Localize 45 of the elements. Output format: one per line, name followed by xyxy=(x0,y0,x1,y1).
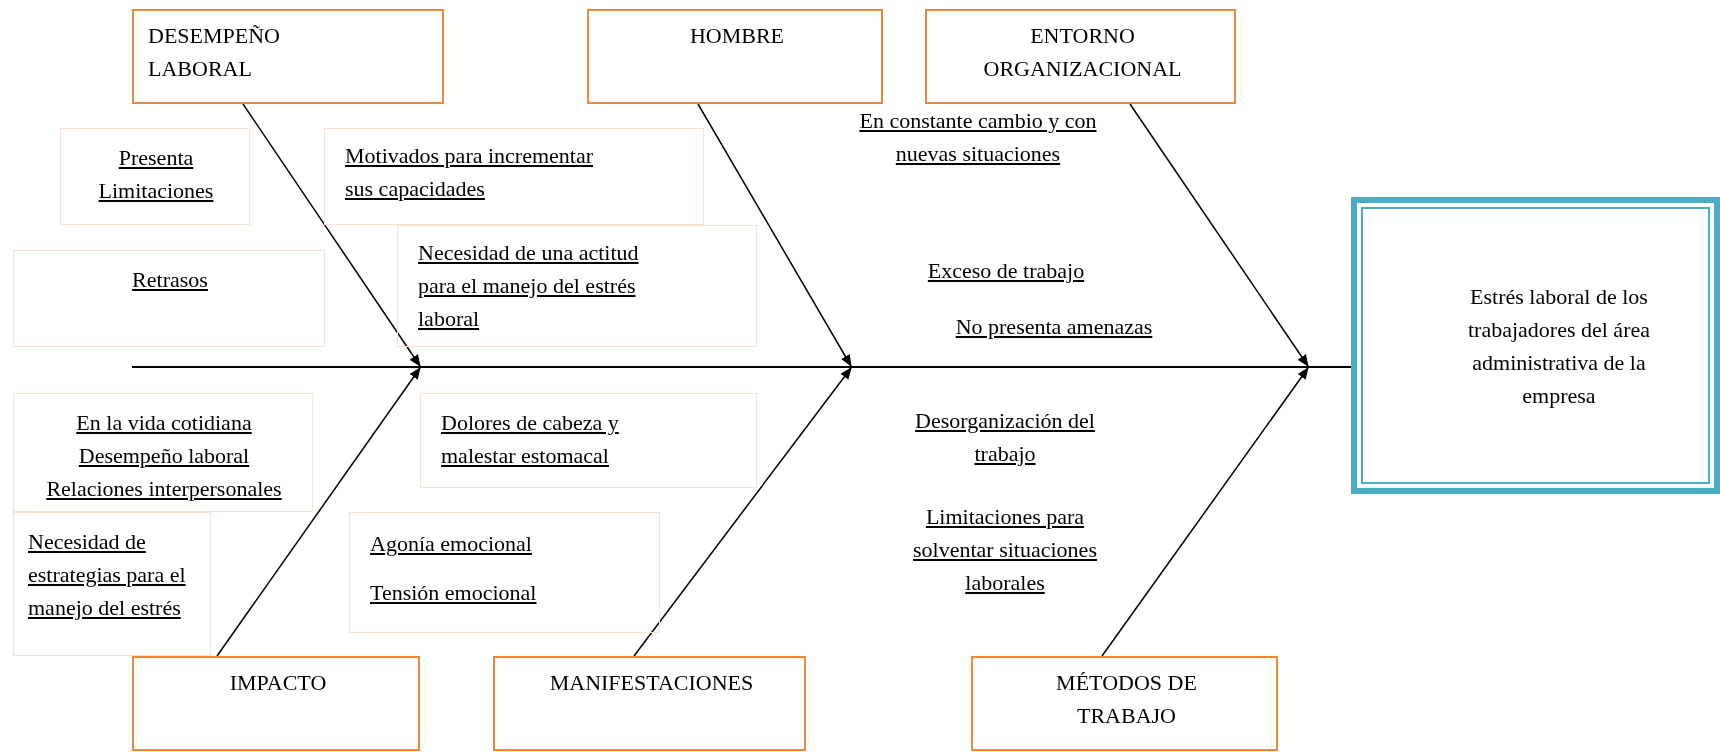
cause-text: Exceso de trabajo xyxy=(926,257,1086,285)
cause-box xyxy=(397,225,757,347)
cause-text: Desorganización del trabajo xyxy=(914,407,1096,468)
arrow xyxy=(242,103,421,367)
cause-box xyxy=(13,250,325,347)
cause-text: En la vida cotidiana xyxy=(75,409,253,437)
cause-text: No presenta amenazas xyxy=(954,313,1154,341)
cause-text: Limitaciones para solventar situaciones laborales xyxy=(912,503,1098,597)
cause-text: Tensión emocional xyxy=(370,579,538,607)
category-label: DESEMPEÑO LABORAL xyxy=(148,22,281,83)
arrow xyxy=(1101,367,1309,657)
cause-text: Dolores de cabeza y malestar estomacal xyxy=(441,409,620,470)
cause-text: En constante cambio y con nuevas situaciones xyxy=(858,107,1098,168)
category-label: HOMBRE xyxy=(688,22,786,50)
cause-box xyxy=(13,512,211,656)
cause-box xyxy=(60,128,250,225)
category-box xyxy=(132,656,420,751)
cause-text: Retrasos xyxy=(131,266,209,294)
cause-text: Presenta Limitaciones xyxy=(97,144,215,205)
arrow xyxy=(1129,103,1309,367)
category-label: MÉTODOS DE TRABAJO xyxy=(1055,669,1198,730)
cause-box xyxy=(349,512,660,633)
category-box xyxy=(971,656,1278,751)
cause-text: Necesidad de una actitud para el manejo del estrés laboral xyxy=(418,239,640,333)
category-box xyxy=(587,9,883,104)
cause-text: Desempeño laboral xyxy=(77,442,251,470)
category-label: IMPACTO xyxy=(228,669,328,697)
spine-line xyxy=(132,366,1351,368)
effect-text: Estrés laboral de los trabajadores del área administrativa de la empresa xyxy=(1467,282,1651,410)
cause-text: Motivados para incrementar sus capacidades xyxy=(345,142,594,203)
cause-text: Necesidad de estrategias para el manejo del estrés xyxy=(28,528,187,622)
category-box xyxy=(132,9,444,104)
category-label: ENTORNO ORGANIZACIONAL xyxy=(982,22,1183,83)
category-box xyxy=(493,656,806,751)
cause-text: Relaciones interpersonales xyxy=(45,475,283,503)
effect-box xyxy=(1351,197,1720,494)
arrow xyxy=(216,367,421,657)
arrow xyxy=(697,103,852,367)
arrow xyxy=(633,367,852,657)
category-box xyxy=(925,9,1236,104)
cause-text: Agonía emocional xyxy=(370,530,533,558)
cause-box xyxy=(13,393,313,512)
cause-box xyxy=(324,128,704,225)
category-label: MANIFESTACIONES xyxy=(548,669,755,697)
cause-box xyxy=(420,393,757,488)
